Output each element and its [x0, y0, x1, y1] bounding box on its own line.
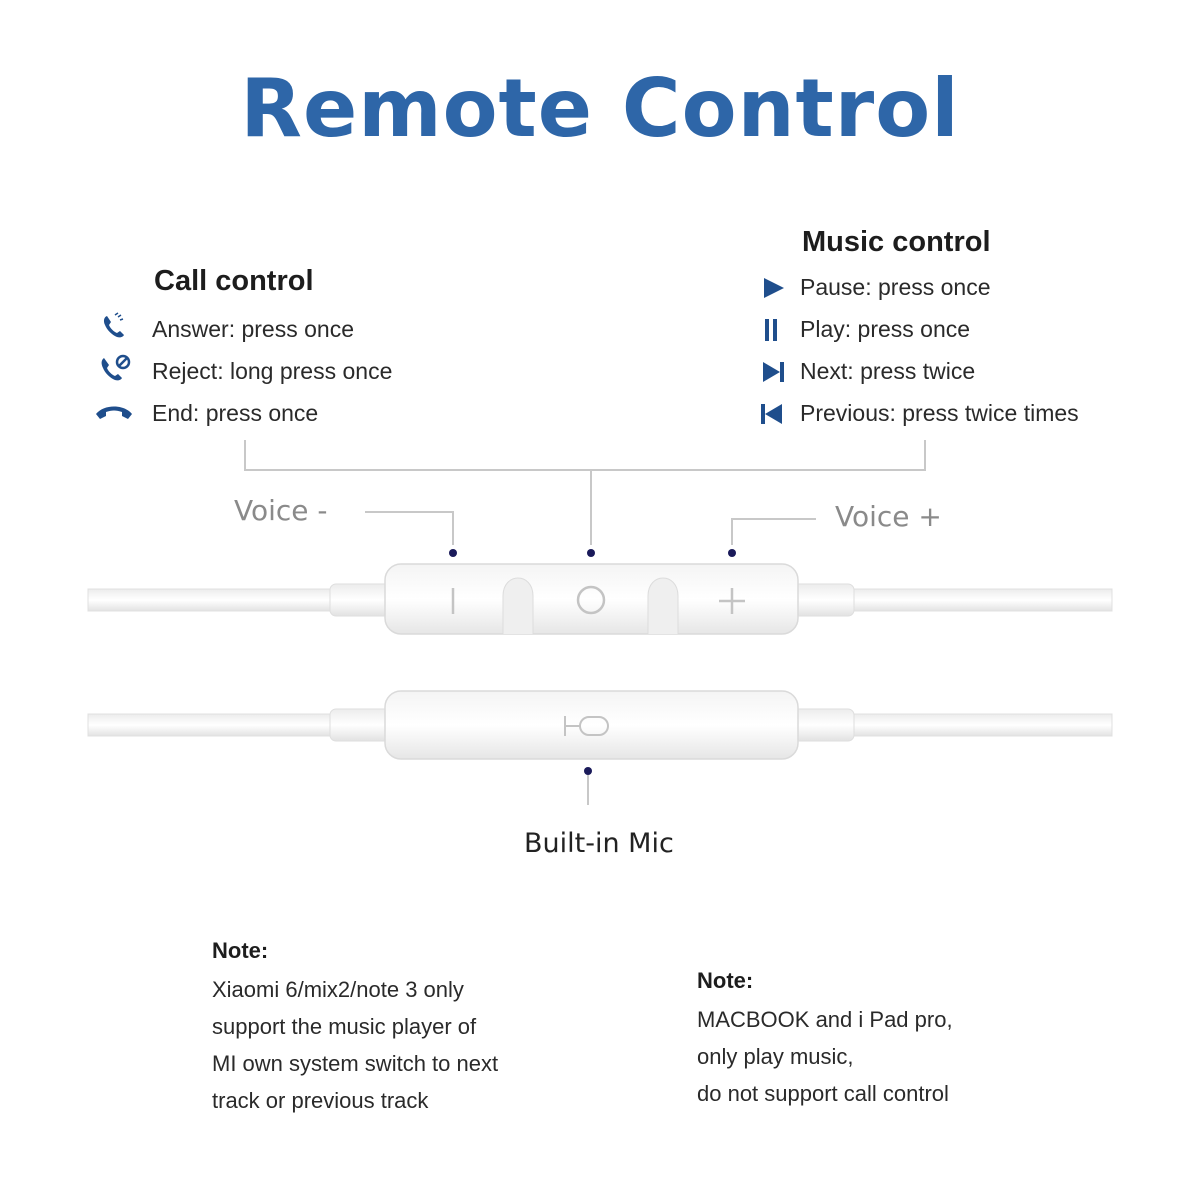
previous-text: Previous: press twice times [800, 400, 1079, 426]
voice-minus-label: Voice - [234, 494, 328, 527]
upper-cable [87, 583, 1113, 617]
pointer-dots [449, 549, 736, 775]
note-left-line: track or previous track [212, 1088, 429, 1113]
note-right-line: only play music, [697, 1044, 854, 1069]
voice-plus-label: Voice + [835, 500, 942, 533]
note-right-line: MACBOOK and i Pad pro, [697, 1007, 953, 1032]
pause-icon [758, 315, 798, 345]
remote-control-body [384, 563, 799, 635]
answer-text: Answer: press once [152, 316, 354, 342]
end-text: End: press once [152, 400, 319, 426]
phone-hangup-icon [94, 398, 134, 428]
phone-reject-icon [96, 354, 136, 384]
note-left-line: MI own system switch to next [212, 1051, 499, 1076]
note-right: Note: MACBOOK and i Pad pro, only play m… [697, 968, 953, 1107]
page-title: Remote Control [240, 62, 960, 155]
note-right-heading: Note: [697, 968, 754, 993]
play-text: Play: press once [800, 316, 971, 342]
center-button [576, 585, 606, 615]
next-text: Next: press twice [800, 358, 976, 384]
remote-back-body [384, 690, 799, 760]
note-left-line: Xiaomi 6/mix2/note 3 only [212, 977, 464, 1002]
bracket-lines [244, 440, 926, 805]
microphone-icon [564, 716, 609, 736]
skip-previous-icon [758, 399, 798, 429]
pause-text: Pause: press once [800, 274, 991, 300]
skip-next-icon [758, 357, 798, 387]
volume-up-button [719, 588, 745, 614]
note-left-heading: Note: [212, 938, 269, 963]
note-left: Note: Xiaomi 6/mix2/note 3 only support … [212, 938, 498, 1114]
play-icon [758, 273, 798, 303]
note-left-line: support the music player of [212, 1014, 477, 1039]
reject-text: Reject: long press once [152, 358, 393, 384]
phone-answer-icon [96, 312, 136, 342]
note-right-line: do not support call control [697, 1081, 949, 1106]
lower-cable [87, 708, 1113, 742]
call-control-heading: Call control [154, 265, 314, 297]
music-control-heading: Music control [802, 226, 991, 258]
built-in-mic-label: Built-in Mic [524, 828, 674, 859]
